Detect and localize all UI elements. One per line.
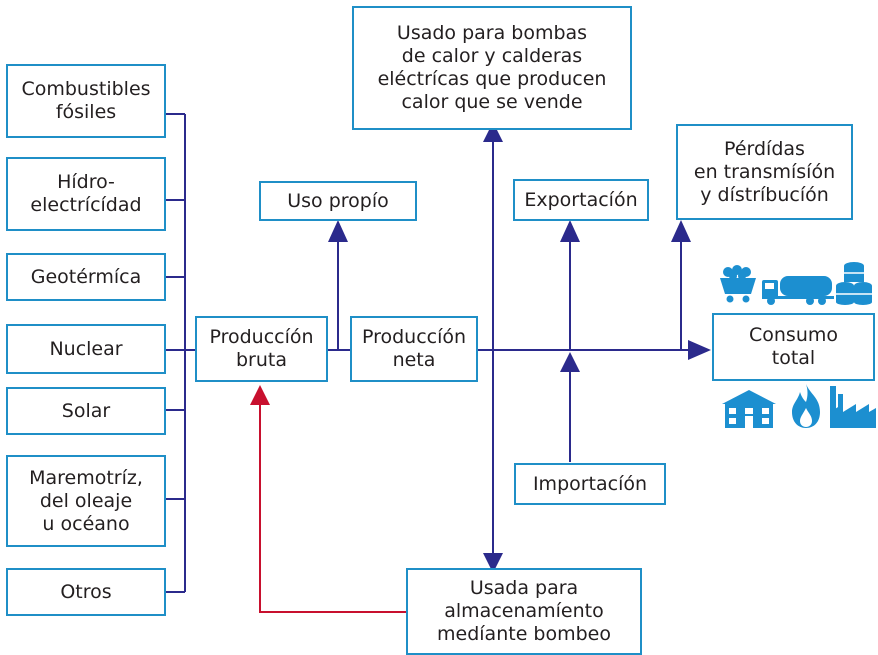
source-geothermal: Geotérmíca: [6, 253, 166, 301]
own-use-box: Uso propío: [259, 181, 417, 221]
source-geothermal-label: Geotérmíca: [30, 265, 142, 288]
import-box: Importacíón: [514, 463, 666, 505]
source-tidal-label: Maremotríz, del oleaje u océano: [29, 466, 143, 535]
total-consumption-box: Consumo total: [712, 313, 875, 381]
import-label: Importacíón: [532, 472, 648, 495]
source-fossil-fuels-label: Combustibles fósiles: [21, 78, 151, 123]
total-consumption-label: Consumo total: [748, 324, 838, 369]
house-icon: [722, 390, 776, 428]
losses-label: Pérdídas en transmísíón y dístríbucíón: [693, 137, 836, 206]
pumped-storage-box: Usada para almacenamíento medíante bombe…: [406, 568, 642, 655]
own-use-label: Uso propío: [287, 189, 389, 212]
source-tidal-wave-ocean: Maremotríz, del oleaje u océano: [6, 455, 166, 547]
factory-icon: [830, 386, 876, 428]
source-other: Otros: [6, 568, 166, 616]
gross-production-box: Produccíón bruta: [195, 316, 328, 382]
source-solar-label: Solar: [61, 399, 111, 422]
source-other-label: Otros: [60, 580, 112, 603]
coal-cart-icon: [720, 265, 756, 303]
heat-pumps-label: Usado para bombas de calor y calderas el…: [377, 22, 607, 113]
source-fossil-fuels: Combustibles fósiles: [6, 64, 166, 138]
export-label: Exportacíón: [524, 188, 638, 211]
export-box: Exportacíón: [513, 179, 649, 221]
flame-icon: [792, 384, 820, 428]
source-solar: Solar: [6, 387, 166, 435]
net-production-label: Produccíón neta: [361, 326, 467, 371]
source-hydroelectricity: Hídro- electrícídad: [6, 157, 166, 231]
source-nuclear: Nuclear: [6, 324, 166, 374]
net-production-box: Produccíón neta: [350, 316, 478, 382]
source-hydroelectricity-label: Hídro- electrícídad: [30, 171, 142, 216]
tanker-truck-icon: [762, 276, 834, 305]
source-nuclear-label: Nuclear: [49, 337, 123, 360]
pumped-storage-label: Usada para almacenamíento medíante bombe…: [437, 577, 611, 645]
losses-box: Pérdídas en transmísíón y dístríbucíón: [676, 124, 853, 220]
heat-pumps-box: Usado para bombas de calor y calderas el…: [352, 6, 632, 130]
gross-production-label: Produccíón bruta: [209, 326, 314, 371]
oil-barrels-icon: [836, 262, 872, 305]
